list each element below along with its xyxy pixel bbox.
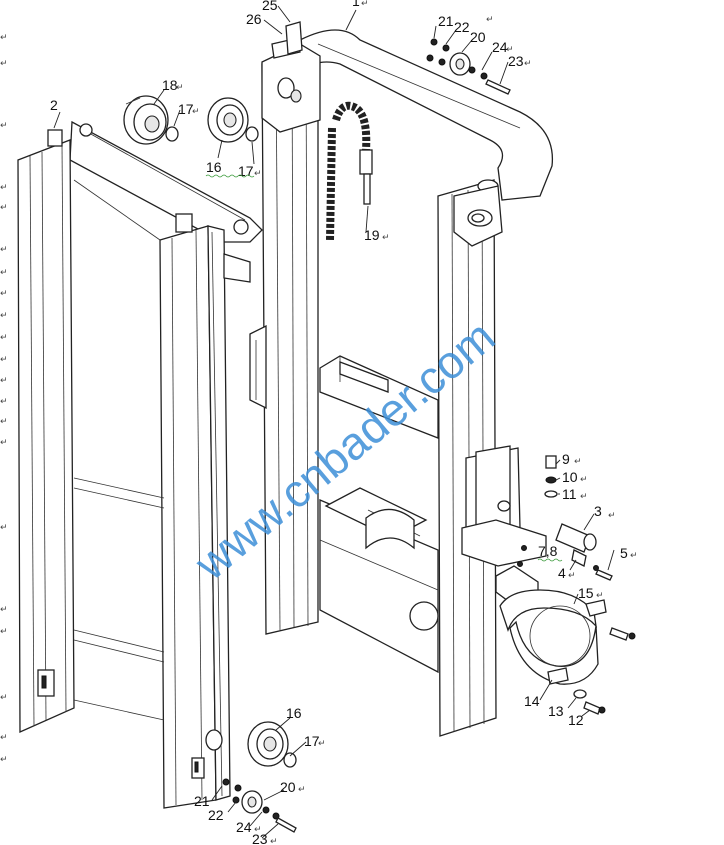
part-labels: 1 2 3 4 5 7,8 9 10 11 12 13 14 15 16 16 … xyxy=(50,0,628,845)
spellcheck-underline xyxy=(537,558,563,562)
svg-text:↵: ↵ xyxy=(0,523,8,533)
label-24-lower: 24 xyxy=(236,819,252,835)
pin-3-assembly xyxy=(517,455,613,581)
svg-text:↵: ↵ xyxy=(0,33,8,43)
svg-text:↵: ↵ xyxy=(0,59,8,69)
svg-text:↵: ↵ xyxy=(0,121,8,131)
return-mark: ↵ xyxy=(298,785,306,795)
label-26: 26 xyxy=(246,11,262,27)
svg-text:↵: ↵ xyxy=(0,376,8,386)
inner-mast xyxy=(249,21,554,737)
label-1: 1 xyxy=(352,0,360,9)
svg-text:↵: ↵ xyxy=(0,245,8,255)
return-mark: ↵ xyxy=(506,45,514,55)
label-17-lower: 17 xyxy=(304,733,320,749)
label-21-upper: 21 xyxy=(438,13,454,29)
trunnion-clamp-15 xyxy=(499,589,636,715)
side-roller-bracket xyxy=(461,445,547,611)
svg-text:↵: ↵ xyxy=(0,733,8,743)
label-18: 18 xyxy=(162,77,178,93)
return-mark: ↵ xyxy=(361,0,369,9)
label-25: 25 xyxy=(262,0,278,13)
label-4: 4 xyxy=(558,565,566,581)
margin-return-marks: ↵ ↵ ↵ ↵ ↵ ↵ ↵ ↵ ↵ ↵ ↵ ↵ ↵ ↵ ↵ ↵ ↵ ↵ ↵ ↵ ↵ xyxy=(0,33,8,765)
leader-lines xyxy=(53,5,615,839)
label-12: 12 xyxy=(568,712,584,728)
svg-text:↵: ↵ xyxy=(0,438,8,448)
return-mark: ↵ xyxy=(596,591,604,601)
return-mark: ↵ xyxy=(192,107,200,117)
roller-20-lower xyxy=(222,778,297,833)
label-17-upper-a: 17 xyxy=(178,101,194,117)
svg-text:↵: ↵ xyxy=(0,627,8,637)
svg-text:↵: ↵ xyxy=(0,355,8,365)
svg-text:↵: ↵ xyxy=(0,397,8,407)
svg-text:↵: ↵ xyxy=(0,183,8,193)
label-11: 11 xyxy=(562,486,577,502)
lift-chain xyxy=(326,101,373,241)
return-mark: ↵ xyxy=(580,492,588,502)
return-mark: ↵ xyxy=(580,475,588,485)
label-5: 5 xyxy=(620,545,628,561)
label-23-lower: 23 xyxy=(252,831,268,845)
label-17-upper-b: 17 xyxy=(238,163,254,179)
label-14: 14 xyxy=(524,693,540,709)
label-9: 9 xyxy=(562,451,570,467)
spellcheck-underline xyxy=(205,174,255,178)
label-20-upper: 20 xyxy=(470,29,486,45)
return-mark: ↵ xyxy=(270,837,278,845)
svg-text:↵: ↵ xyxy=(0,755,8,765)
return-mark: ↵ xyxy=(382,233,390,243)
label-7-8: 7,8 xyxy=(538,543,558,559)
label-20-lower: 20 xyxy=(280,779,296,795)
return-mark: ↵ xyxy=(568,571,576,581)
return-mark: ↵ xyxy=(176,83,184,93)
svg-text:↵: ↵ xyxy=(0,693,8,703)
label-2: 2 xyxy=(50,97,58,113)
return-mark: ↵ xyxy=(254,169,262,179)
label-16-upper: 16 xyxy=(206,159,222,175)
label-3: 3 xyxy=(594,503,602,519)
label-10: 10 xyxy=(562,469,578,485)
svg-text:↵: ↵ xyxy=(0,417,8,427)
roller-16-lower xyxy=(205,721,297,768)
label-19: 19 xyxy=(364,227,380,243)
label-24-upper: 24 xyxy=(492,39,508,55)
return-mark: ↵ xyxy=(318,739,326,749)
label-21-lower: 21 xyxy=(194,793,210,809)
roller-20-upper xyxy=(426,38,511,95)
svg-text:↵: ↵ xyxy=(0,333,8,343)
return-mark: ↵ xyxy=(630,551,638,561)
svg-text:↵: ↵ xyxy=(0,203,8,213)
outer-mast xyxy=(17,120,263,809)
svg-text:↵: ↵ xyxy=(0,311,8,321)
roller-16-upper xyxy=(207,97,259,143)
return-mark: ↵ xyxy=(524,59,532,69)
return-mark: ↵ xyxy=(608,511,616,521)
label-22-lower: 22 xyxy=(208,807,224,823)
return-mark: ↵ xyxy=(254,825,262,835)
label-22-upper: 22 xyxy=(454,19,470,35)
label-15: 15 xyxy=(578,585,594,601)
roller-18 xyxy=(123,95,179,145)
return-mark: ↵ xyxy=(574,457,582,467)
return-mark: ↵ xyxy=(486,15,494,25)
label-23-upper: 23 xyxy=(508,53,524,69)
label-16-lower: 16 xyxy=(286,705,302,721)
label-13: 13 xyxy=(548,703,564,719)
svg-text:↵: ↵ xyxy=(0,268,8,278)
svg-text:↵: ↵ xyxy=(0,605,8,615)
label-return-marks: ↵ ↵ ↵ ↵ ↵ ↵ ↵ ↵ ↵ ↵ ↵ ↵ ↵ ↵ ↵ ↵ ↵ ↵ ↵ xyxy=(176,0,638,845)
svg-text:↵: ↵ xyxy=(0,289,8,299)
